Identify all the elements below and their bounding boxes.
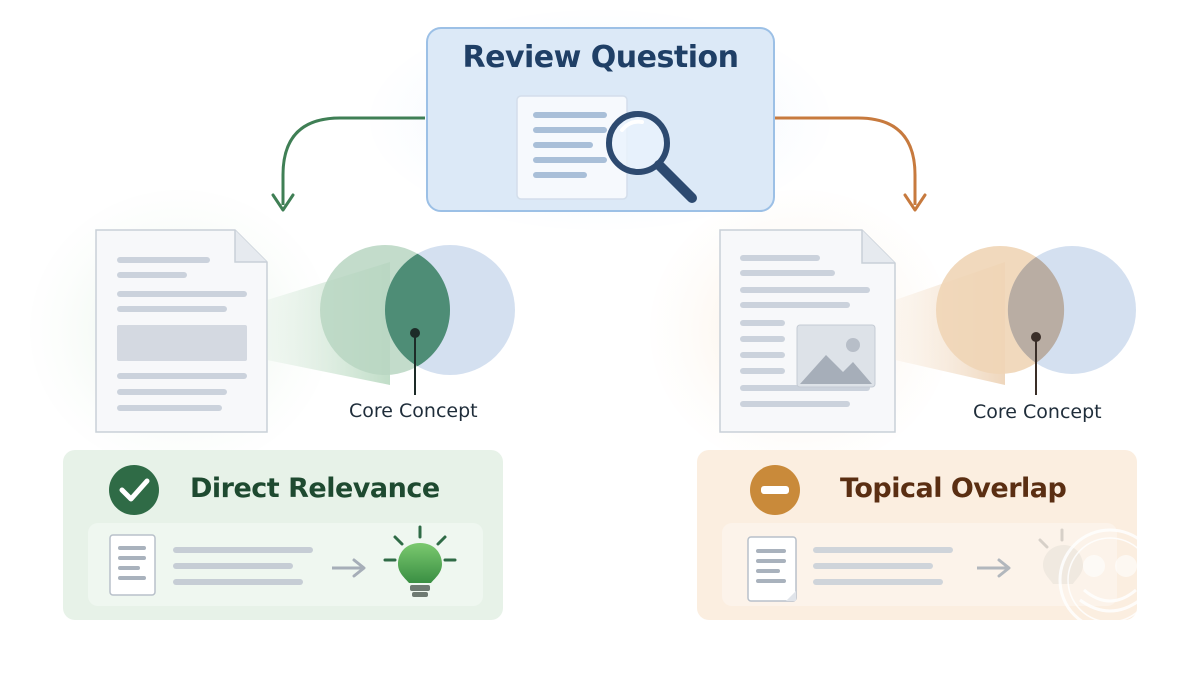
topical-overlap-label: Topical Overlap <box>840 473 1067 504</box>
left-small-document-icon <box>109 534 156 596</box>
check-circle-icon <box>109 465 159 515</box>
review-question-title: Review Question <box>462 40 739 75</box>
review-document-icon <box>516 95 628 200</box>
left-flow-arrow-icon <box>332 558 366 578</box>
right-core-concept-label: Core Concept <box>973 401 1102 423</box>
left-flow-line <box>173 547 313 553</box>
left-flow-line <box>173 563 293 569</box>
right-small-document-icon <box>747 536 797 602</box>
right-arrow <box>775 116 927 212</box>
right-flow-line <box>813 547 953 553</box>
right-flow-line <box>813 563 933 569</box>
image-placeholder-icon <box>796 324 876 388</box>
left-flow-line <box>173 579 303 585</box>
magnifier-icon <box>606 111 697 203</box>
left-core-concept-label: Core Concept <box>349 400 478 422</box>
direct-relevance-label: Direct Relevance <box>190 473 440 504</box>
left-arrow <box>271 116 425 212</box>
left-document-icon <box>95 229 268 433</box>
review-title-wrap: Review Question <box>427 40 774 84</box>
left-venn-diagram <box>320 245 515 395</box>
watermark-logo-icon <box>1058 528 1162 632</box>
lightbulb-icon <box>383 525 457 597</box>
minus-circle-icon <box>750 465 800 515</box>
right-flow-arrow-icon <box>977 558 1011 578</box>
right-venn-diagram <box>936 246 1136 395</box>
right-flow-line <box>813 579 943 585</box>
